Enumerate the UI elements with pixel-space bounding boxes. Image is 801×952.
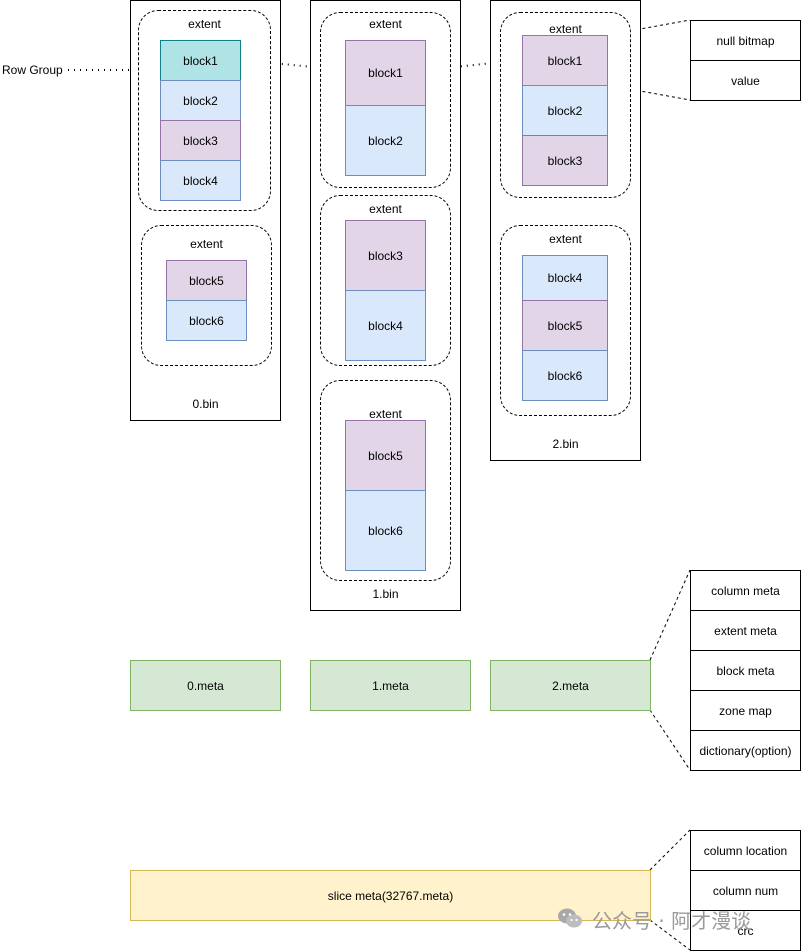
watermark-text: 公众号 · 阿才漫谈 bbox=[592, 909, 752, 933]
block: block1 bbox=[345, 40, 426, 106]
block-detail-value: value bbox=[690, 60, 801, 101]
slice-detail-item: crc bbox=[690, 910, 801, 951]
block: block2 bbox=[345, 105, 426, 176]
extent-box bbox=[500, 225, 631, 416]
extent-box bbox=[141, 225, 272, 366]
row-group-label: Row Group bbox=[2, 63, 63, 77]
row-group-connector bbox=[424, 59, 523, 71]
block: block4 bbox=[522, 255, 608, 301]
block: block3 bbox=[522, 135, 608, 186]
block: block6 bbox=[166, 300, 247, 341]
block: block4 bbox=[345, 290, 426, 361]
extent-box bbox=[320, 195, 451, 366]
meta-file: 1.meta bbox=[310, 660, 471, 711]
extent-label: extent bbox=[188, 17, 221, 31]
block: block2 bbox=[160, 80, 241, 121]
extent-label: extent bbox=[549, 22, 582, 36]
block: block6 bbox=[345, 490, 426, 571]
block: block5 bbox=[522, 300, 608, 351]
extent-label: extent bbox=[369, 407, 402, 421]
extent-label: extent bbox=[369, 202, 402, 216]
file-label: 2.bin bbox=[552, 437, 579, 451]
extent-label: extent bbox=[549, 232, 582, 246]
slice-detail-item: column location bbox=[690, 830, 801, 871]
block: block4 bbox=[160, 160, 241, 201]
file-label: 1.bin bbox=[372, 587, 399, 601]
block: block5 bbox=[166, 260, 247, 301]
meta-file: 2.meta bbox=[490, 660, 651, 711]
extent-label: extent bbox=[369, 17, 402, 31]
block: block3 bbox=[160, 120, 241, 161]
meta-detail-item: zone map bbox=[690, 690, 801, 731]
meta-file: 0.meta bbox=[130, 660, 281, 711]
wechat-icon bbox=[557, 905, 583, 931]
slice-detail-item: column num bbox=[690, 870, 801, 911]
block: block3 bbox=[345, 220, 426, 291]
extent-label: extent bbox=[190, 237, 223, 251]
meta-detail-item: dictionary(option) bbox=[690, 730, 801, 771]
extent-box bbox=[500, 12, 631, 198]
block-detail-null-bitmap: null bitmap bbox=[690, 20, 801, 61]
extent-box bbox=[138, 10, 271, 211]
file-label: 0.bin bbox=[192, 397, 219, 411]
extent-box bbox=[320, 380, 451, 581]
block: block2 bbox=[522, 85, 608, 136]
extent-box bbox=[320, 12, 451, 188]
block: block5 bbox=[345, 420, 426, 491]
slice-detail-connector bbox=[649, 829, 691, 871]
meta-detail-item: column meta bbox=[690, 570, 801, 611]
meta-detail-connector bbox=[649, 569, 691, 661]
meta-detail-item: block meta bbox=[690, 650, 801, 691]
meta-detail-connector bbox=[649, 709, 691, 771]
block: block6 bbox=[522, 350, 608, 401]
block: block1 bbox=[160, 40, 241, 81]
slice-detail-connector bbox=[649, 919, 691, 951]
meta-detail-item: extent meta bbox=[690, 610, 801, 651]
block: block1 bbox=[522, 35, 608, 86]
